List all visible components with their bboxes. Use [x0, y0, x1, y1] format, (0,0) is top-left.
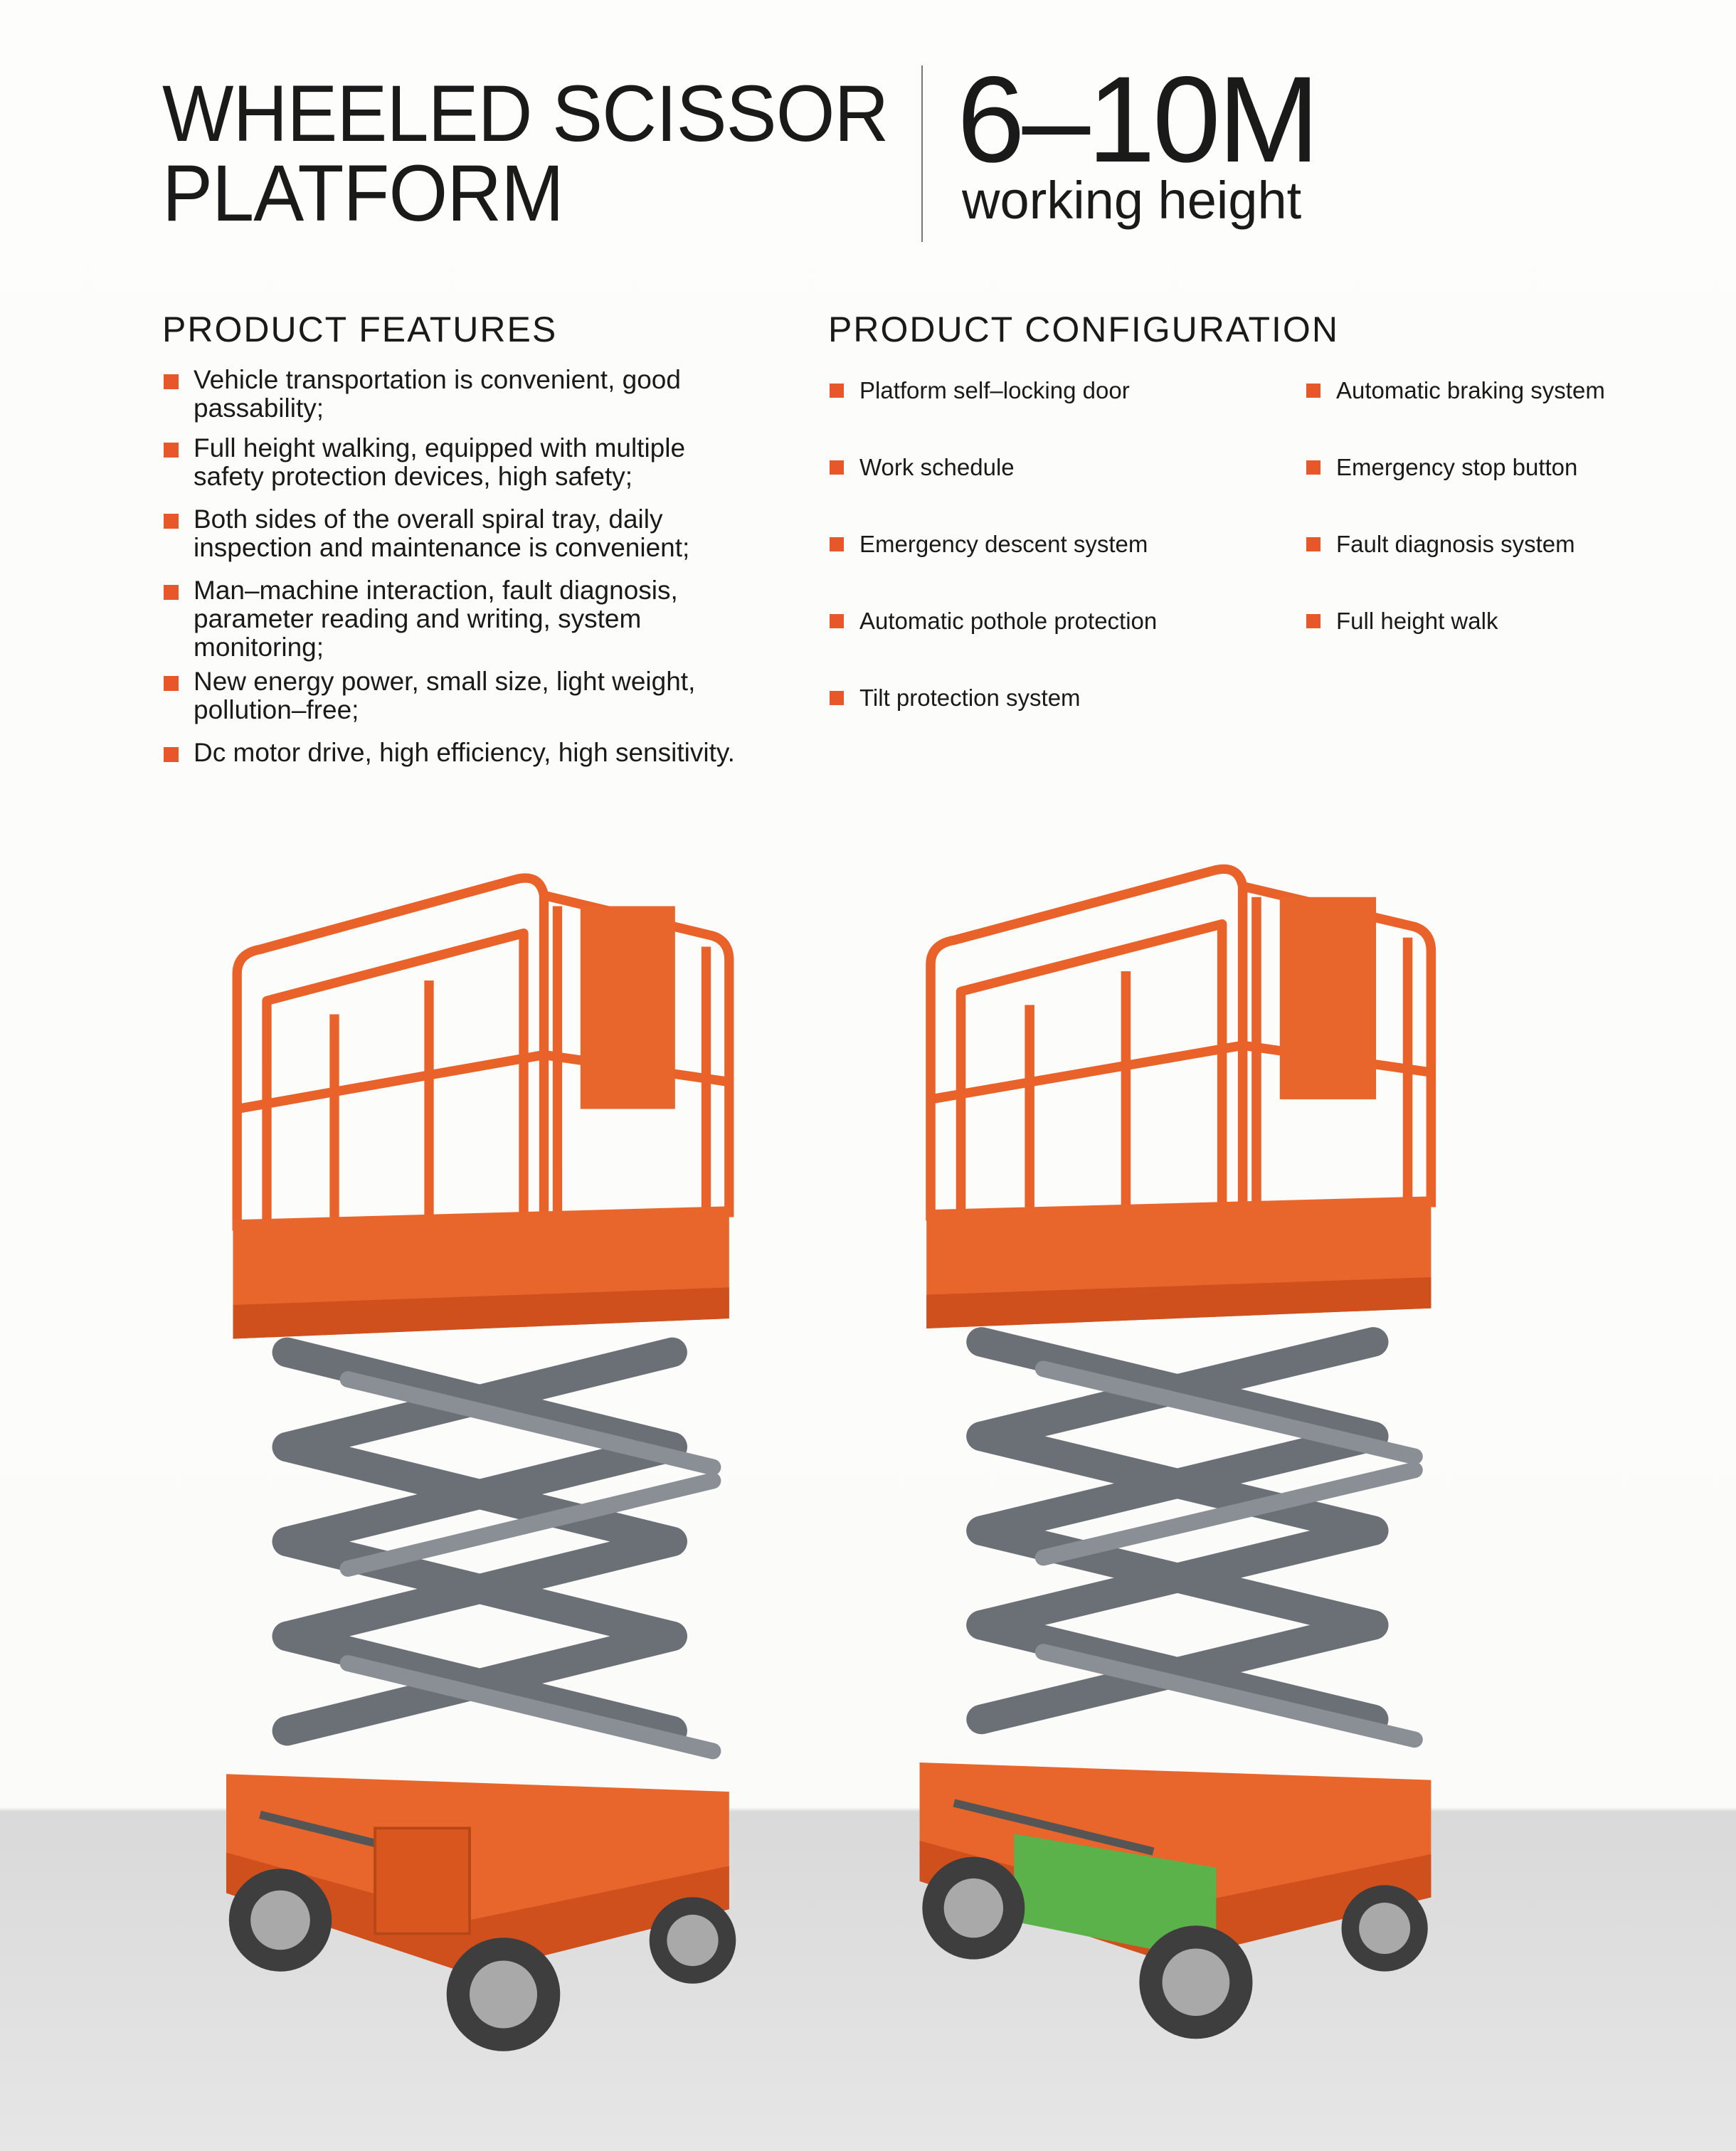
bullet-square-icon	[830, 537, 844, 551]
features-list: Vehicle transportation is convenient, go…	[162, 366, 845, 778]
config-text: Automatic pothole protection	[859, 608, 1158, 634]
battery-panel	[1014, 1834, 1217, 1962]
bullet-square-icon	[164, 676, 179, 691]
feature-text: Man–machine interaction, fault diagnosis…	[194, 576, 678, 662]
feature-text: Dc motor drive, high efficiency, high se…	[194, 738, 735, 767]
feature-item: Vehicle transportation is convenient, go…	[162, 366, 692, 423]
title-divider	[921, 65, 923, 242]
bullet-square-icon	[830, 614, 844, 628]
features-heading: PRODUCT FEATURES	[162, 310, 558, 349]
bullet-square-icon	[830, 691, 844, 705]
bullet-square-icon	[1306, 537, 1320, 551]
config-item: Work schedule	[828, 453, 1015, 482]
config-text: Platform self–locking door	[859, 377, 1130, 403]
config-text: Emergency stop button	[1336, 454, 1578, 480]
feature-item: New energy power, small size, light weig…	[162, 667, 748, 724]
config-text: Automatic braking system	[1336, 377, 1605, 403]
configuration-heading: PRODUCT CONFIGURATION	[828, 310, 1339, 349]
scissor-lift-photo-left	[226, 850, 740, 2051]
feature-text: Vehicle transportation is convenient, go…	[194, 365, 681, 423]
scissor-lift-photo-right	[905, 843, 1446, 2039]
page-title: WHEELED SCISSOR PLATFORM	[162, 69, 889, 238]
bullet-square-icon	[164, 747, 179, 762]
bullet-square-icon	[164, 443, 179, 458]
feature-item: Man–machine interaction, fault diagnosis…	[162, 576, 734, 662]
bullet-square-icon	[1306, 614, 1320, 628]
bullet-square-icon	[164, 374, 179, 389]
feature-text: Both sides of the overall spiral tray, d…	[194, 504, 690, 562]
config-item: Emergency descent system	[828, 530, 1148, 559]
bullet-square-icon	[164, 514, 179, 529]
config-text: Fault diagnosis system	[1336, 531, 1575, 557]
bullet-square-icon	[1306, 460, 1320, 475]
feature-item: Full height walking, equipped with multi…	[162, 434, 734, 491]
height-range: 6–10M	[957, 51, 1320, 188]
height-caption: working height	[962, 171, 1302, 230]
feature-text: New energy power, small size, light weig…	[194, 667, 696, 724]
config-text: Full height walk	[1336, 608, 1498, 634]
feature-text: Full height walking, equipped with multi…	[194, 433, 686, 491]
bullet-square-icon	[830, 384, 844, 398]
title-line-1: WHEELED SCISSOR	[162, 69, 889, 158]
feature-item: Both sides of the overall spiral tray, d…	[162, 505, 734, 562]
bullet-square-icon	[830, 460, 844, 475]
config-item: Full height walk	[1305, 607, 1498, 635]
bullet-square-icon	[164, 585, 179, 600]
title-line-2: PLATFORM	[162, 149, 564, 238]
config-text: Emergency descent system	[859, 531, 1148, 557]
config-text: Work schedule	[859, 454, 1015, 480]
feature-item: Dc motor drive, high efficiency, high se…	[162, 739, 877, 767]
bullet-square-icon	[1306, 384, 1320, 398]
config-item: Emergency stop button	[1305, 453, 1577, 482]
config-item: Platform self–locking door	[828, 376, 1130, 405]
config-item: Automatic pothole protection	[828, 607, 1157, 635]
config-item: Automatic braking system	[1305, 376, 1605, 405]
config-item: Fault diagnosis system	[1305, 530, 1575, 559]
config-text: Tilt protection system	[859, 685, 1081, 711]
config-item: Tilt protection system	[828, 684, 1081, 712]
